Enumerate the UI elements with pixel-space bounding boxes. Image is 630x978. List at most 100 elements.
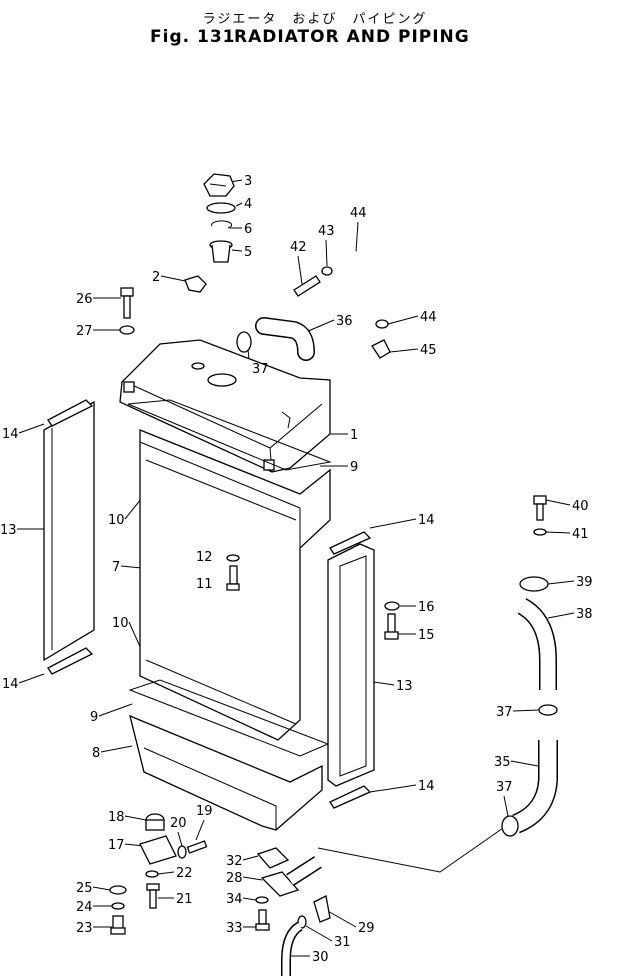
callout-45: 45: [420, 343, 437, 358]
callout-10: 10: [112, 616, 129, 631]
callout-25: 25: [76, 881, 93, 896]
part-12-washer: [226, 554, 240, 562]
callout-27: 27: [76, 324, 93, 339]
callout-13: 13: [396, 679, 413, 694]
part-34-washer: [255, 896, 269, 904]
part-20-washer: [177, 845, 187, 859]
callout-9: 9: [90, 710, 98, 725]
part-9-upper-gasket: [127, 399, 332, 471]
part-11-bolt: [226, 565, 240, 591]
leader-line-14: [369, 784, 417, 793]
callout-42: 42: [290, 240, 307, 255]
part-5-filler-neck: [209, 240, 233, 263]
callout-18: 18: [108, 810, 125, 825]
callout-31: 31: [334, 935, 351, 950]
part-6-ring: [211, 220, 233, 229]
leader-line-19: [195, 819, 205, 841]
callout-14: 14: [418, 513, 435, 528]
callout-23: 23: [76, 921, 93, 936]
leader-line-41: [545, 531, 571, 534]
part-30-hose: [281, 921, 303, 976]
leader-line-4: [235, 202, 243, 207]
leader-line-43: [325, 239, 328, 267]
callout-9: 9: [350, 460, 358, 475]
connection-line: [317, 825, 507, 873]
part-8-lower-tank: [129, 714, 323, 831]
leader-line-13: [373, 681, 395, 686]
callout-7: 7: [112, 560, 120, 575]
part-22-washer: [145, 870, 159, 878]
callout-14: 14: [418, 779, 435, 794]
leader-line-44: [387, 315, 419, 325]
callout-30: 30: [312, 950, 329, 965]
callout-8: 8: [92, 746, 100, 761]
leader-line-35: [510, 760, 539, 767]
figure-title-english: RADIATOR AND PIPING: [234, 27, 470, 47]
callout-37: 37: [496, 705, 513, 720]
part-32-gasket: [256, 847, 290, 869]
callout-5: 5: [244, 245, 252, 260]
part-2-drain-cock: [184, 275, 207, 293]
callout-12: 12: [196, 550, 213, 565]
callout-24: 24: [76, 900, 93, 915]
part-42-nipple: [293, 275, 321, 297]
callout-34: 34: [226, 892, 243, 907]
part-19-bolt: [186, 840, 208, 854]
callout-17: 17: [108, 838, 125, 853]
callout-21: 21: [176, 892, 193, 907]
leader-line-8: [100, 745, 133, 753]
part-39-gasket: [519, 576, 549, 592]
part-28-elbow-pipe: [260, 856, 322, 897]
part-15-bolt: [384, 613, 399, 640]
part-37-clamp-right: [538, 704, 558, 716]
leader-line-31: [305, 925, 333, 942]
figure-number: Fig. 131: [150, 27, 236, 47]
part-14-shim-bottom-right: [329, 785, 372, 809]
callout-26: 26: [76, 292, 93, 307]
leader-line-38: [547, 612, 575, 619]
part-18-bushing: [145, 813, 165, 831]
callout-38: 38: [576, 607, 593, 622]
callout-41: 41: [572, 527, 589, 542]
callout-14: 14: [2, 677, 19, 692]
part-37-clamp-upper: [236, 331, 252, 353]
callout-40: 40: [572, 499, 589, 514]
callout-29: 29: [358, 921, 375, 936]
leader-line-36: [305, 319, 335, 333]
part-17-flange: [139, 835, 177, 865]
callout-4: 4: [244, 197, 252, 212]
leader-line-25: [92, 886, 111, 891]
part-31-clamp: [297, 915, 307, 929]
leader-line-44: [355, 221, 359, 253]
callout-14: 14: [2, 427, 19, 442]
part-23-plug: [110, 915, 126, 935]
callout-39: 39: [576, 575, 593, 590]
part-38-pipe: [517, 598, 557, 690]
leader-line-20: [177, 831, 183, 847]
callout-28: 28: [226, 871, 243, 886]
part-29-cock: [313, 895, 331, 923]
part-40-bolt: [533, 495, 547, 521]
leader-line-14: [18, 423, 45, 434]
part-35-hose: [511, 740, 558, 834]
leader-line-7: [120, 565, 143, 569]
callout-37: 37: [496, 780, 513, 795]
callout-22: 22: [176, 866, 193, 881]
leader-line-18: [124, 815, 147, 821]
callout-15: 15: [418, 628, 435, 643]
callout-1: 1: [350, 428, 358, 443]
part-33-bolt: [255, 909, 270, 931]
callout-35: 35: [494, 755, 511, 770]
callout-10: 10: [108, 513, 125, 528]
part-37-clamp-lower: [501, 815, 519, 837]
figure-title-japanese: ラジエータ および パイピング: [202, 12, 428, 27]
callout-44: 44: [420, 310, 437, 325]
callout-13: 13: [0, 523, 17, 538]
callout-44: 44: [350, 206, 367, 221]
leader-line-37: [503, 795, 509, 817]
leader-line-37: [512, 709, 540, 712]
leader-line-22: [157, 871, 175, 875]
leader-line-29: [325, 909, 357, 928]
part-24-washer: [111, 902, 125, 910]
